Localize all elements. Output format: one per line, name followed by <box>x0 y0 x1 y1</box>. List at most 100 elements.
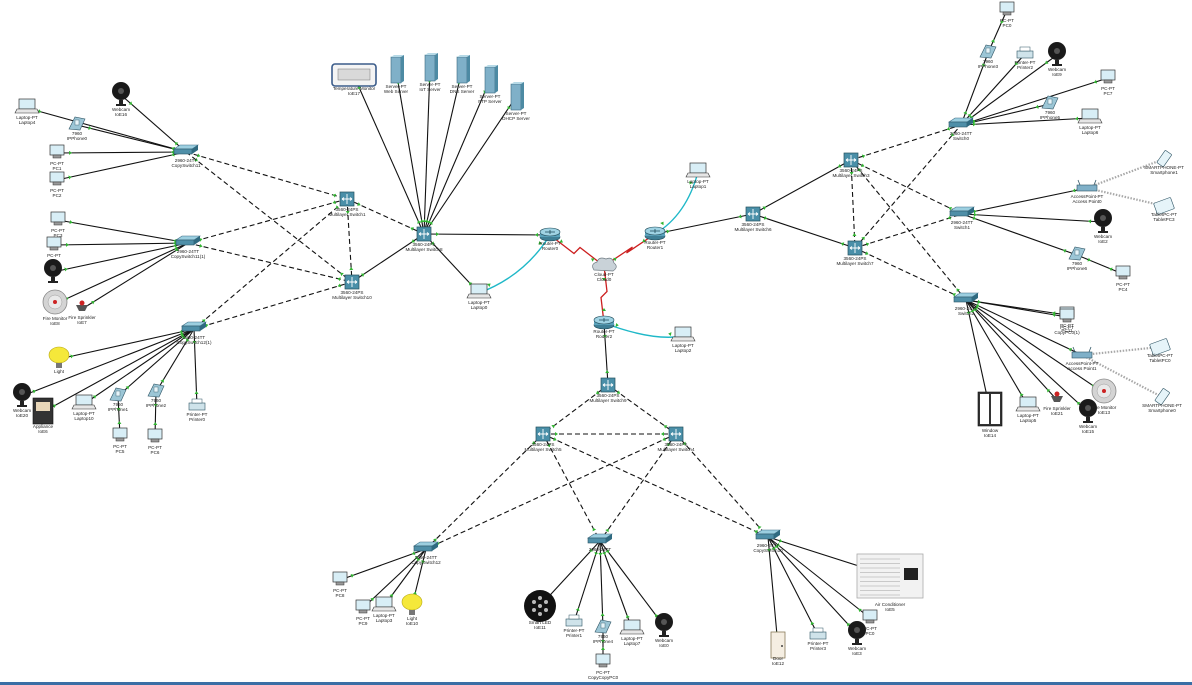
link-dash[interactable] <box>193 198 348 330</box>
link-dash[interactable] <box>185 151 348 200</box>
link-eth[interactable] <box>423 79 491 235</box>
link-eth[interactable] <box>752 213 856 249</box>
link-dash[interactable] <box>675 433 769 538</box>
link-eth[interactable] <box>960 117 1091 126</box>
link-eth[interactable] <box>81 242 189 310</box>
link-eth[interactable] <box>965 299 1089 413</box>
link-eth[interactable] <box>339 548 427 581</box>
link-eth[interactable] <box>54 242 189 305</box>
link-eth[interactable] <box>965 299 991 411</box>
link-eth[interactable] <box>423 96 517 235</box>
link-eth[interactable] <box>767 536 871 619</box>
link-eth[interactable] <box>1076 254 1124 275</box>
link-eth[interactable] <box>395 69 425 235</box>
link-wifi[interactable] <box>1081 354 1163 398</box>
link-dash[interactable] <box>850 159 963 215</box>
link-eth[interactable] <box>961 187 1088 215</box>
link-wifi[interactable] <box>1081 345 1161 357</box>
link-eth[interactable] <box>56 151 187 181</box>
link-dash[interactable] <box>854 213 963 249</box>
link-eth[interactable] <box>423 67 431 235</box>
device-light[interactable]: Light <box>48 346 70 374</box>
link-eth[interactable] <box>599 540 633 630</box>
link-eth[interactable] <box>423 69 463 235</box>
link-eth[interactable] <box>76 124 187 153</box>
link-eth[interactable] <box>960 77 1109 126</box>
link-console[interactable] <box>478 234 551 294</box>
link-eth[interactable] <box>83 328 195 405</box>
link-eth[interactable] <box>603 322 609 386</box>
link-eth[interactable] <box>58 328 195 360</box>
link-eth[interactable] <box>767 536 779 647</box>
link-dash[interactable] <box>346 198 353 283</box>
link-eth[interactable] <box>767 536 858 635</box>
link-dash[interactable] <box>607 384 677 435</box>
link-eth[interactable] <box>767 536 819 636</box>
device-pc[interactable]: PC-PT <box>46 236 62 258</box>
link-dash[interactable] <box>425 433 544 550</box>
link-eth[interactable] <box>117 328 195 397</box>
link-eth[interactable] <box>965 299 1105 394</box>
link-eth[interactable] <box>960 103 1051 126</box>
link-dash[interactable] <box>850 124 962 161</box>
link-serial[interactable] <box>603 233 656 267</box>
link-eth[interactable] <box>21 328 195 397</box>
link-eth[interactable] <box>960 54 1058 126</box>
link-dash[interactable] <box>185 151 353 283</box>
link-dash[interactable] <box>187 242 353 283</box>
link-eth[interactable] <box>965 299 1068 318</box>
link-eth[interactable] <box>965 299 1058 401</box>
link-eth[interactable] <box>599 540 665 627</box>
